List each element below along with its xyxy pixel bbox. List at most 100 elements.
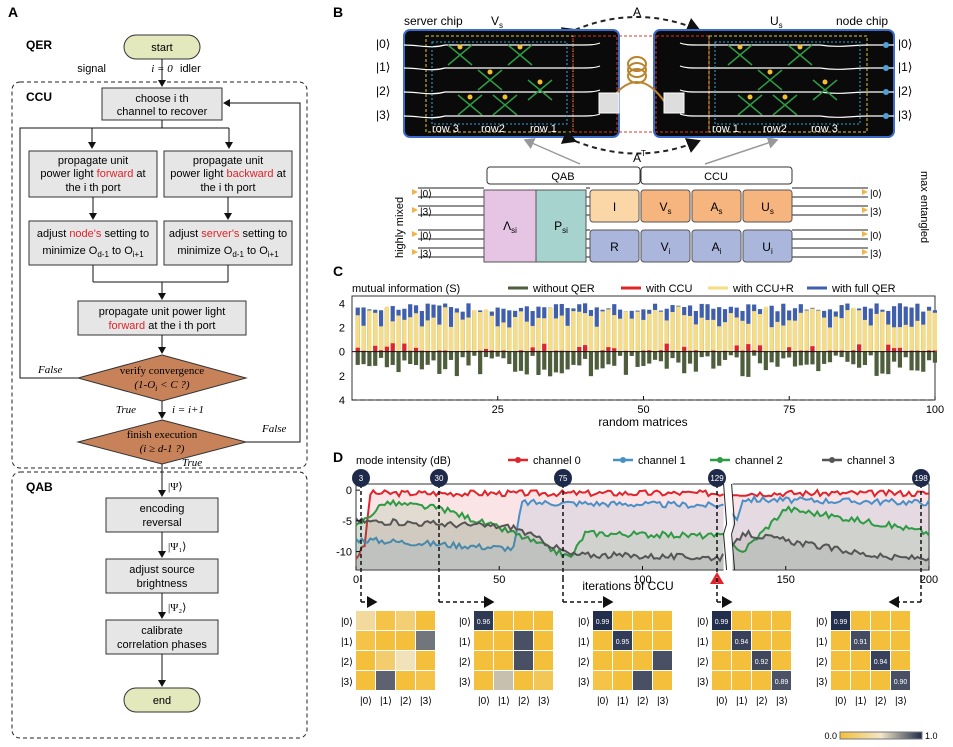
adjust-node-box xyxy=(28,220,158,266)
ket-label: |1⟩ xyxy=(376,60,390,74)
bar-ccu-r xyxy=(781,325,786,352)
matrix-cell xyxy=(712,611,731,630)
bar-without-qer xyxy=(588,351,594,377)
bar-ccu xyxy=(647,350,652,352)
waveguide xyxy=(403,65,601,71)
matrix-cell xyxy=(376,671,395,690)
y-tick-label: -10 xyxy=(336,547,352,559)
phase-shifter-icon xyxy=(767,69,773,75)
iteration-marker xyxy=(554,469,572,487)
adj-src-line1: adjust source xyxy=(129,564,194,576)
waveguide xyxy=(403,89,601,95)
bar-without-qer xyxy=(705,351,710,357)
bar-without-qer xyxy=(431,351,436,361)
phase-shifter-icon xyxy=(487,69,493,75)
panel-label-a: A xyxy=(8,4,18,20)
matrix-cell xyxy=(593,611,612,630)
mzi-icon xyxy=(757,69,783,91)
bar-ccu xyxy=(612,348,617,352)
matrix-cell xyxy=(494,611,513,630)
ccu-block-label: Ai xyxy=(712,240,722,256)
bar-without-qer xyxy=(448,351,454,360)
legend-label: with CCU xyxy=(645,283,693,295)
ccu-block-label: Vi xyxy=(661,240,671,256)
ket-label: |2⟩ xyxy=(898,84,912,98)
bar-ccu xyxy=(932,350,937,352)
bar-without-qer xyxy=(443,351,448,370)
bar-ccu-r xyxy=(629,318,634,352)
bar-ccu-r xyxy=(583,313,588,352)
bar-without-qer xyxy=(728,351,733,356)
panel-label-c: C xyxy=(333,263,343,279)
choose-line1: choose i th xyxy=(135,93,188,105)
bar-without-qer xyxy=(612,351,617,366)
matrix-col-label: |2⟩ xyxy=(637,696,649,707)
increment-label: i = i+1 xyxy=(172,404,204,416)
bar-ccu xyxy=(810,346,815,352)
bar-ccu xyxy=(857,344,862,352)
bar-without-qer xyxy=(740,351,745,377)
row-label: row2 xyxy=(481,123,505,135)
matrix-value: 0.99 xyxy=(596,619,610,626)
false-label-1: False xyxy=(37,364,63,376)
series-line xyxy=(355,498,930,559)
series-area xyxy=(356,500,929,570)
matrix-row-label: |3⟩ xyxy=(816,677,828,688)
bar-ccu-r xyxy=(658,311,663,352)
bar-ccu-r xyxy=(775,321,780,352)
idler-label: idler xyxy=(180,63,201,75)
bar-without-qer xyxy=(495,351,500,357)
matrix-cell xyxy=(772,651,791,670)
bar-ccu-r xyxy=(676,306,681,352)
matrix-cell xyxy=(732,631,751,650)
bar-without-qer xyxy=(676,351,681,363)
bar-without-qer xyxy=(827,351,833,363)
bar-ccu xyxy=(489,350,494,352)
bar-without-qer xyxy=(472,351,477,356)
bar-ccu-r xyxy=(839,318,844,352)
verify-line2: (1-Oi < C ?) xyxy=(134,379,190,393)
matrix-cell xyxy=(891,631,910,650)
bar-ccu-r xyxy=(787,320,792,352)
matrix-cell xyxy=(653,611,672,630)
iteration-marker xyxy=(352,469,370,487)
iteration-marker-label: 3 xyxy=(359,474,364,483)
matrix-cell xyxy=(376,611,395,630)
bar-ccu-r xyxy=(600,311,605,352)
matrix-cell xyxy=(831,651,850,670)
matrix-row-label: |1⟩ xyxy=(341,637,353,648)
matrix-row-label: |2⟩ xyxy=(697,657,709,668)
bar-ccu-r xyxy=(373,312,378,352)
matrix-cell xyxy=(534,671,553,690)
ccu-block-top xyxy=(691,189,742,223)
x-tick-label: 75 xyxy=(783,404,795,416)
prop-line1: propagate unit power light xyxy=(99,306,226,318)
matrix-row-label: |3⟩ xyxy=(459,677,471,688)
matrix-row-label: |3⟩ xyxy=(578,677,590,688)
matrix-cell xyxy=(593,651,612,670)
photon-icon xyxy=(412,207,418,213)
adj-server-line1: adjust server's setting to xyxy=(169,228,287,240)
node-mesh-region xyxy=(708,35,868,133)
bar-without-qer xyxy=(396,351,401,373)
bar-ccu xyxy=(641,350,646,352)
matrix-col-label: |2⟩ xyxy=(756,696,768,707)
matrix-cell xyxy=(376,651,395,670)
iteration-marker-label: 198 xyxy=(914,474,928,483)
y-tick-label: 2 xyxy=(339,322,345,334)
bar-ccu xyxy=(437,350,442,352)
us-label: Us xyxy=(770,14,783,30)
bar-without-qer xyxy=(880,351,885,374)
matrix-row-label: |3⟩ xyxy=(341,677,353,688)
max-entangled-label: max entangled xyxy=(918,171,930,243)
port-icon xyxy=(883,65,889,71)
ket-label: |1⟩ xyxy=(898,60,912,74)
psi1-label: |Ψ₁⟩ xyxy=(168,541,186,553)
bar-ccu xyxy=(378,350,384,352)
matrix-row-label: |0⟩ xyxy=(816,617,828,628)
qab-region xyxy=(11,471,308,739)
matrix-cell xyxy=(356,671,375,690)
matrix-cell xyxy=(712,631,731,650)
bar-without-qer xyxy=(542,351,547,370)
